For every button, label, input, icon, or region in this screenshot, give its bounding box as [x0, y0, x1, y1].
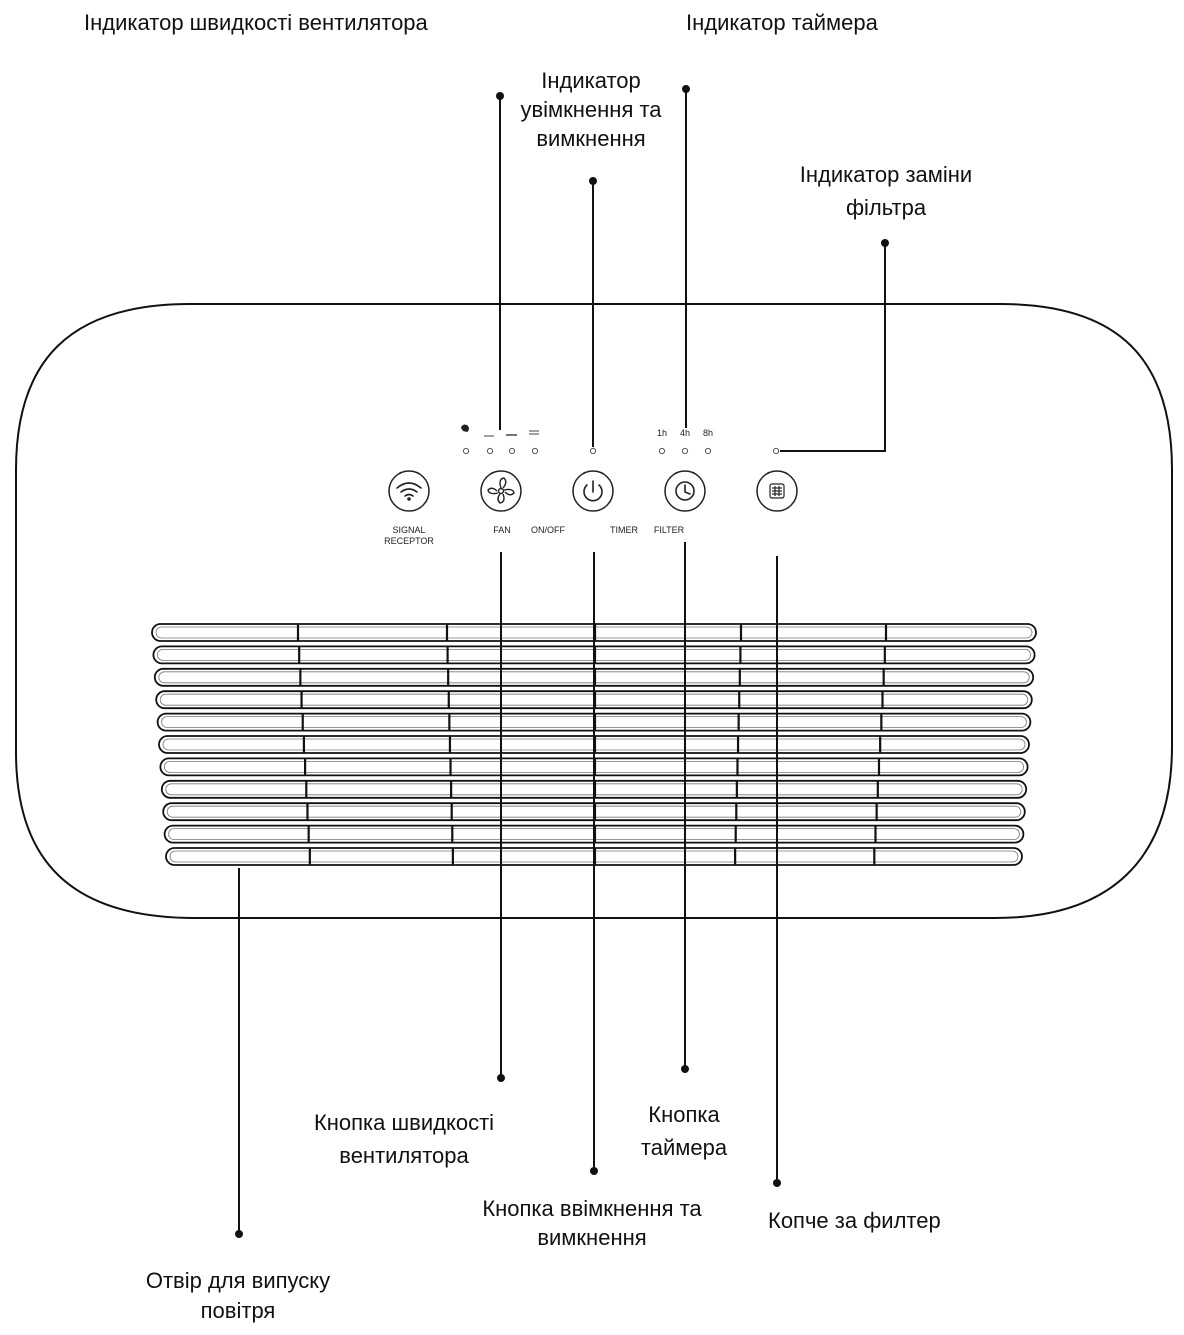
fan-speed-level-icons [461, 424, 539, 437]
signal-receptor-label-1: SIGNAL [392, 525, 425, 535]
timer-label: TIMER [610, 525, 638, 535]
timer-option-4h: 4h [680, 428, 690, 438]
filter-button[interactable] [756, 470, 798, 512]
fan-button[interactable] [480, 470, 522, 512]
signal-receptor [388, 470, 430, 512]
power-button[interactable] [572, 470, 614, 512]
leader-dots [235, 85, 889, 1238]
timer-button[interactable] [664, 470, 706, 512]
filter-led [772, 447, 780, 455]
signal-receptor-label-2: RECEPTOR [384, 536, 434, 546]
timer-button-label: Кнопка таймера [640, 1102, 728, 1160]
wifi-icon [396, 482, 422, 501]
power-indicator-label: Індикатор увімкнення та вимкнення [520, 68, 662, 151]
fan-label: FAN [493, 525, 511, 535]
power-led [589, 447, 597, 455]
fan-speed-indicator-label: Індикатор швидкості вентилятора [84, 10, 428, 35]
filter-indicator-label: Індикатор заміни фільтра [799, 162, 973, 220]
filter-label: FILTER [654, 525, 685, 535]
clock-icon [675, 481, 695, 501]
leader-lines [238, 89, 886, 1234]
power-button-label: Кнопка ввімкнення та вимкнення [482, 1196, 702, 1250]
timer-option-1h: 1h [657, 428, 667, 438]
air-outlet-label: Отвір для випуску повітря [145, 1268, 331, 1323]
device-body-outline [15, 303, 1173, 919]
timer-leds [658, 447, 712, 455]
filter-icon [769, 483, 785, 499]
timer-option-8h: 8h [703, 428, 713, 438]
fan-speed-leds [462, 447, 539, 455]
fan-speed-button-label: Кнопка швидкості вентилятора [313, 1110, 495, 1168]
on-off-label: ON/OFF [531, 525, 565, 535]
timer-indicator-label: Індикатор таймера [686, 10, 878, 35]
fan-icon [487, 477, 515, 504]
filter-button-label: Копче за филтер [768, 1208, 941, 1233]
power-icon [583, 480, 603, 502]
